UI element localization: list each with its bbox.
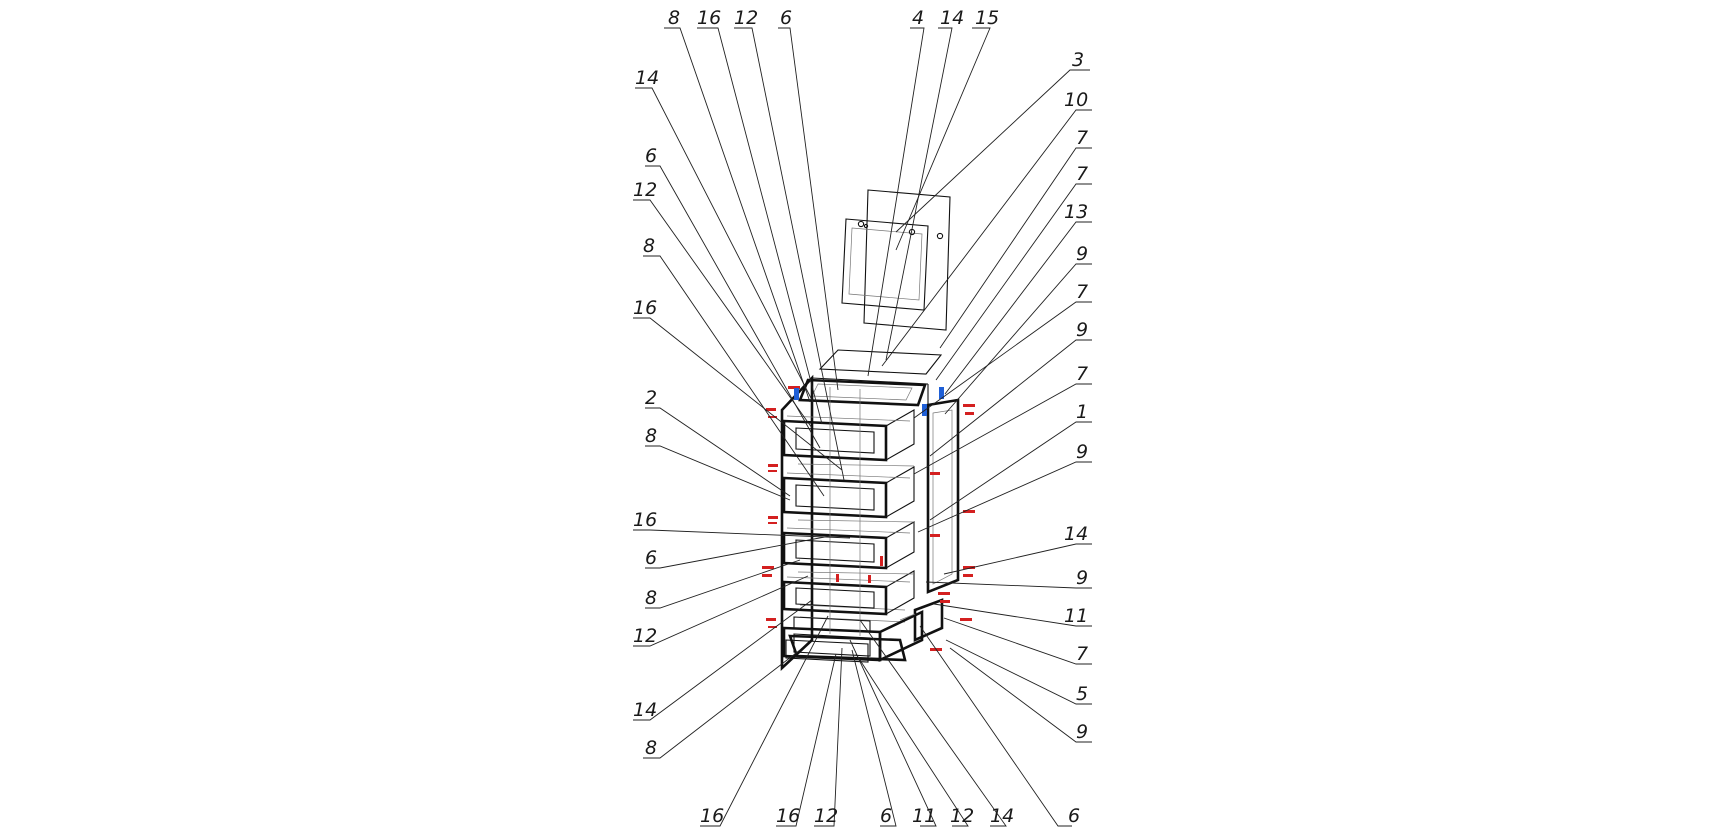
callout-label: 16 <box>633 297 657 319</box>
callouts-left: 14 6 12 8 16 2 8 16 6 8 12 14 8 <box>633 67 659 759</box>
drawer-stack <box>782 387 924 663</box>
callout-label: 12 <box>950 805 974 827</box>
callouts-right: 3 10 7 7 13 9 7 9 7 1 9 14 9 11 7 5 9 <box>1064 49 1088 743</box>
callout-label: 5 <box>1076 683 1088 705</box>
callout-label: 9 <box>1076 567 1088 589</box>
callout-label: 6 <box>780 7 792 29</box>
callout-label: 12 <box>734 7 758 29</box>
callout-label: 8 <box>645 425 657 447</box>
callout-label: 6 <box>645 145 657 167</box>
callouts-bottom: 16 16 12 6 11 12 14 6 <box>700 805 1080 827</box>
callout-label: 9 <box>1076 721 1088 743</box>
callout-label: 16 <box>776 805 800 827</box>
callout-label: 16 <box>697 7 721 29</box>
callout-label: 7 <box>1076 363 1088 385</box>
callout-label: 9 <box>1076 441 1088 463</box>
callout-label: 1 <box>1076 401 1088 423</box>
callout-label: 7 <box>1076 127 1088 149</box>
callout-label: 8 <box>668 7 680 29</box>
leader-lines <box>633 27 1092 827</box>
callout-label: 8 <box>645 587 657 609</box>
callout-label: 2 <box>645 387 657 409</box>
callout-label: 14 <box>635 67 659 89</box>
callout-label: 7 <box>1076 643 1088 665</box>
callout-label: 3 <box>1072 49 1084 71</box>
callout-label: 8 <box>643 235 655 257</box>
callout-label: 6 <box>645 547 657 569</box>
callout-label: 11 <box>1064 605 1088 627</box>
callout-label: 16 <box>633 509 657 531</box>
callout-label: 14 <box>990 805 1014 827</box>
callout-label: 6 <box>1068 805 1080 827</box>
callout-label: 12 <box>814 805 838 827</box>
callout-label: 6 <box>880 805 892 827</box>
callout-label: 14 <box>940 7 964 29</box>
callouts-top: 8 16 12 6 4 14 15 <box>668 7 999 29</box>
callout-label: 11 <box>912 805 936 827</box>
callout-label: 7 <box>1076 163 1088 185</box>
callout-label: 12 <box>633 179 657 201</box>
callout-label: 7 <box>1076 281 1088 303</box>
callout-label: 9 <box>1076 319 1088 341</box>
callout-label: 15 <box>975 7 999 29</box>
callout-label: 14 <box>633 699 657 721</box>
callout-label: 14 <box>1064 523 1088 545</box>
callout-label: 13 <box>1064 201 1088 223</box>
callout-label: 4 <box>912 7 924 29</box>
callout-label: 9 <box>1076 243 1088 265</box>
callout-label: 12 <box>633 625 657 647</box>
callout-label: 16 <box>700 805 724 827</box>
callout-label: 8 <box>645 737 657 759</box>
callout-label: 10 <box>1064 89 1088 111</box>
